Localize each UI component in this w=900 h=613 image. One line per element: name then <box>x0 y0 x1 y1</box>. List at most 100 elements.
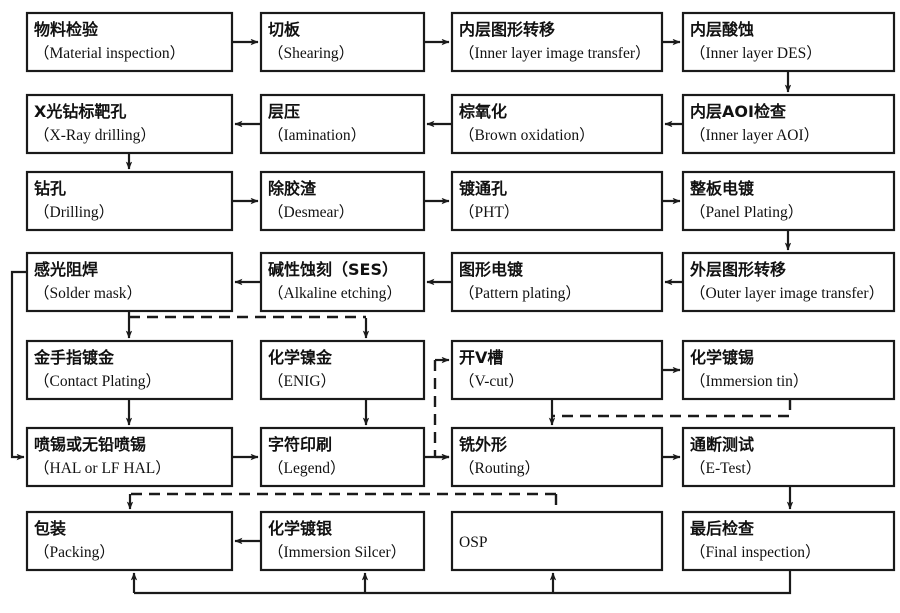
node-box[interactable] <box>681 170 896 232</box>
node-label-cn: 切板 <box>268 20 301 39</box>
node-box[interactable] <box>259 93 426 155</box>
node-label-en: （V-cut） <box>459 373 524 390</box>
node-box[interactable] <box>259 510 426 572</box>
node-label-cn: 镀通孔 <box>459 179 507 198</box>
node-label-en: （Panel Plating） <box>690 204 803 221</box>
node-label-cn: 化学镀银 <box>268 519 333 538</box>
node-box[interactable] <box>450 426 664 488</box>
node-label-cn: 外层图形转移 <box>689 260 786 279</box>
node-label-en: （Final inspection） <box>690 544 820 561</box>
node-label-cn: 钻孔 <box>34 179 66 198</box>
process-node-e-test[interactable]: 通断测试 （E-Test） <box>681 426 896 488</box>
process-node-inner-layer-aoi[interactable]: 内层AOI检查（Inner layer AOI） <box>681 93 896 155</box>
node-label-en: （Pattern plating） <box>459 285 581 302</box>
process-node-inner-layer-des[interactable]: 内层酸蚀（Inner layer DES） <box>681 11 896 73</box>
node-label-cn: 金手指镀金 <box>33 348 115 367</box>
node-label-cn: 通断测试 <box>690 435 754 454</box>
node-label-en: （Alkaline etching） <box>268 285 402 302</box>
node-label-cn: 最后检查 <box>690 519 754 538</box>
node-box[interactable] <box>681 426 896 488</box>
node-label-cn: 内层酸蚀 <box>690 20 754 39</box>
process-node-v-cut[interactable]: 开V槽 （V-cut） <box>450 339 664 401</box>
node-label-cn: 开V槽 <box>459 348 503 367</box>
node-label-en: （Immersion Silcer） <box>268 544 406 561</box>
process-node-legend[interactable]: 字符印刷（Legend） <box>259 426 426 488</box>
node-label-cn: 整板电镀 <box>689 179 755 198</box>
process-node-pattern-plating[interactable]: 图形电镀（Pattern plating） <box>450 251 664 313</box>
node-box[interactable] <box>25 170 234 232</box>
node-label-en: （Routing） <box>459 460 540 477</box>
node-label-en: （Packing） <box>34 544 115 561</box>
node-label-cn: 铣外形 <box>459 435 507 454</box>
node-box[interactable] <box>681 510 896 572</box>
node-label-en: （Iamination） <box>268 127 366 144</box>
process-node-hal[interactable]: 喷锡或无铅喷锡 （HAL or LF HAL） <box>25 426 234 488</box>
node-box[interactable] <box>450 93 664 155</box>
node-box[interactable] <box>259 339 426 401</box>
node-label-en: （HAL or LF HAL） <box>34 460 171 477</box>
node-label-cn: 内层图形转移 <box>459 20 555 39</box>
process-node-immersion-tin[interactable]: 化学镀锡（Immersion tin） <box>681 339 896 401</box>
node-box[interactable] <box>25 339 234 401</box>
process-node-packing[interactable]: 包装 （Packing） <box>25 510 234 572</box>
node-box[interactable] <box>259 426 426 488</box>
node-box[interactable] <box>25 251 234 313</box>
process-node-brown-oxidation[interactable]: 棕氧化 （Brown oxidation） <box>450 93 664 155</box>
node-label-cn: X光钻标靶孔 <box>34 102 126 121</box>
node-box[interactable] <box>681 93 896 155</box>
node-label-cn: 碱性蚀刻（SES） <box>268 260 398 279</box>
process-node-routing[interactable]: 铣外形 （Routing） <box>450 426 664 488</box>
node-box[interactable] <box>259 251 426 313</box>
process-node-outer-layer-image-transfer[interactable]: 外层图形转移 （Outer layer image transfer） <box>681 251 896 313</box>
node-box[interactable] <box>450 11 664 73</box>
process-node-alkaline-etching[interactable]: 碱性蚀刻（SES） （Alkaline etching） <box>259 251 426 313</box>
process-node-solder-mask[interactable]: 感光阻焊（Solder mask） <box>25 251 234 313</box>
process-node-panel-plating[interactable]: 整板电镀 （Panel Plating） <box>681 170 896 232</box>
node-box[interactable] <box>259 11 426 73</box>
node-box[interactable] <box>450 170 664 232</box>
node-box[interactable] <box>450 251 664 313</box>
node-label-en: （E-Test） <box>690 460 761 477</box>
node-label-en: （Outer layer image transfer） <box>690 285 884 302</box>
node-box[interactable] <box>450 510 664 572</box>
node-box[interactable] <box>681 11 896 73</box>
process-node-inner-layer-image-transfer[interactable]: 内层图形转移（Inner layer image transfer） <box>450 11 664 73</box>
process-node-desmear[interactable]: 除胶渣（Desmear） <box>259 170 426 232</box>
node-label-cn: 除胶渣 <box>268 179 317 198</box>
node-label-en: （ENIG） <box>268 373 336 390</box>
process-node-final-inspection[interactable]: 最后检查 （Final inspection） <box>681 510 896 572</box>
edges-layer <box>10 38 794 595</box>
process-node-drilling[interactable]: 钻孔（Drilling） <box>25 170 234 232</box>
node-box[interactable] <box>25 510 234 572</box>
node-label-en: （Inner layer AOI） <box>690 127 819 144</box>
edge-solder-to-hal <box>10 270 27 461</box>
node-label-cn: 棕氧化 <box>459 102 507 121</box>
nodes-layer: 物料检验（Material inspection） 切板（Shearing） 内层图… <box>25 11 896 572</box>
node-box[interactable] <box>259 170 426 232</box>
process-node-osp[interactable]: OSP <box>450 510 664 572</box>
node-box[interactable] <box>681 339 896 401</box>
process-node-pht[interactable]: 镀通孔（PHT） <box>450 170 664 232</box>
node-label-cn: 层压 <box>268 102 300 121</box>
node-label-en: （Brown oxidation） <box>459 127 595 144</box>
process-node-enig[interactable]: 化学镍金（ENIG） <box>259 339 426 401</box>
node-label-en: （Legend） <box>268 460 345 477</box>
node-box[interactable] <box>681 251 896 313</box>
node-box[interactable] <box>25 426 234 488</box>
node-label-en: （X-Ray drilling） <box>34 127 156 144</box>
node-label-cn: 物料检验 <box>34 20 99 39</box>
process-node-material-inspection[interactable]: 物料检验（Material inspection） <box>25 11 234 73</box>
node-label-cn: 喷锡或无铅喷锡 <box>34 435 146 454</box>
node-box[interactable] <box>450 339 664 401</box>
node-box[interactable] <box>25 93 234 155</box>
process-node-contact-plating[interactable]: 金手指镀金（Contact Plating） <box>25 339 234 401</box>
process-node-immersion-silver[interactable]: 化学镀银 （Immersion Silcer） <box>259 510 426 572</box>
node-label-cn: 感光阻焊 <box>34 260 98 279</box>
process-node-xray-drilling[interactable]: X光钻标靶孔 （X-Ray drilling） <box>25 93 234 155</box>
process-node-shearing[interactable]: 切板（Shearing） <box>259 11 426 73</box>
node-label-cn: 包装 <box>34 519 66 538</box>
node-box[interactable] <box>25 11 234 73</box>
process-node-lamination[interactable]: 层压 （Iamination） <box>259 93 426 155</box>
